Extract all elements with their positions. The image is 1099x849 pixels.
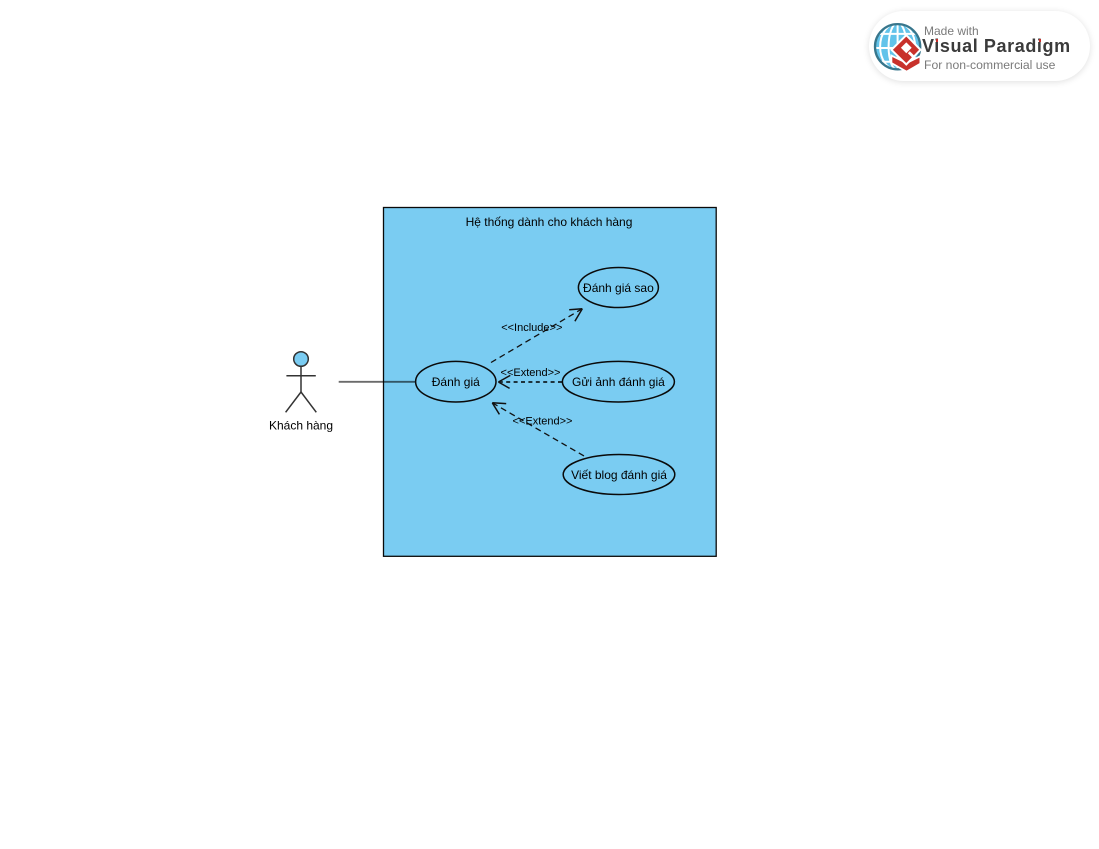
svg-text:Viết blog đánh giá: Viết blog đánh giá bbox=[571, 468, 667, 482]
svg-text:Khách hàng: Khách hàng bbox=[269, 419, 333, 433]
svg-text:<<Extend>>: <<Extend>> bbox=[513, 416, 573, 428]
svg-text:<<Extend>>: <<Extend>> bbox=[501, 367, 561, 379]
svg-text:Đánh giá sao: Đánh giá sao bbox=[583, 281, 654, 295]
svg-text:Hệ thống dành cho khách hàng: Hệ thống dành cho khách hàng bbox=[466, 215, 633, 229]
svg-text:Đánh giá: Đánh giá bbox=[432, 375, 480, 389]
svg-text:Gửi ảnh đánh giá: Gửi ảnh đánh giá bbox=[572, 375, 665, 389]
svg-text:<<Include>>: <<Include>> bbox=[501, 322, 562, 334]
